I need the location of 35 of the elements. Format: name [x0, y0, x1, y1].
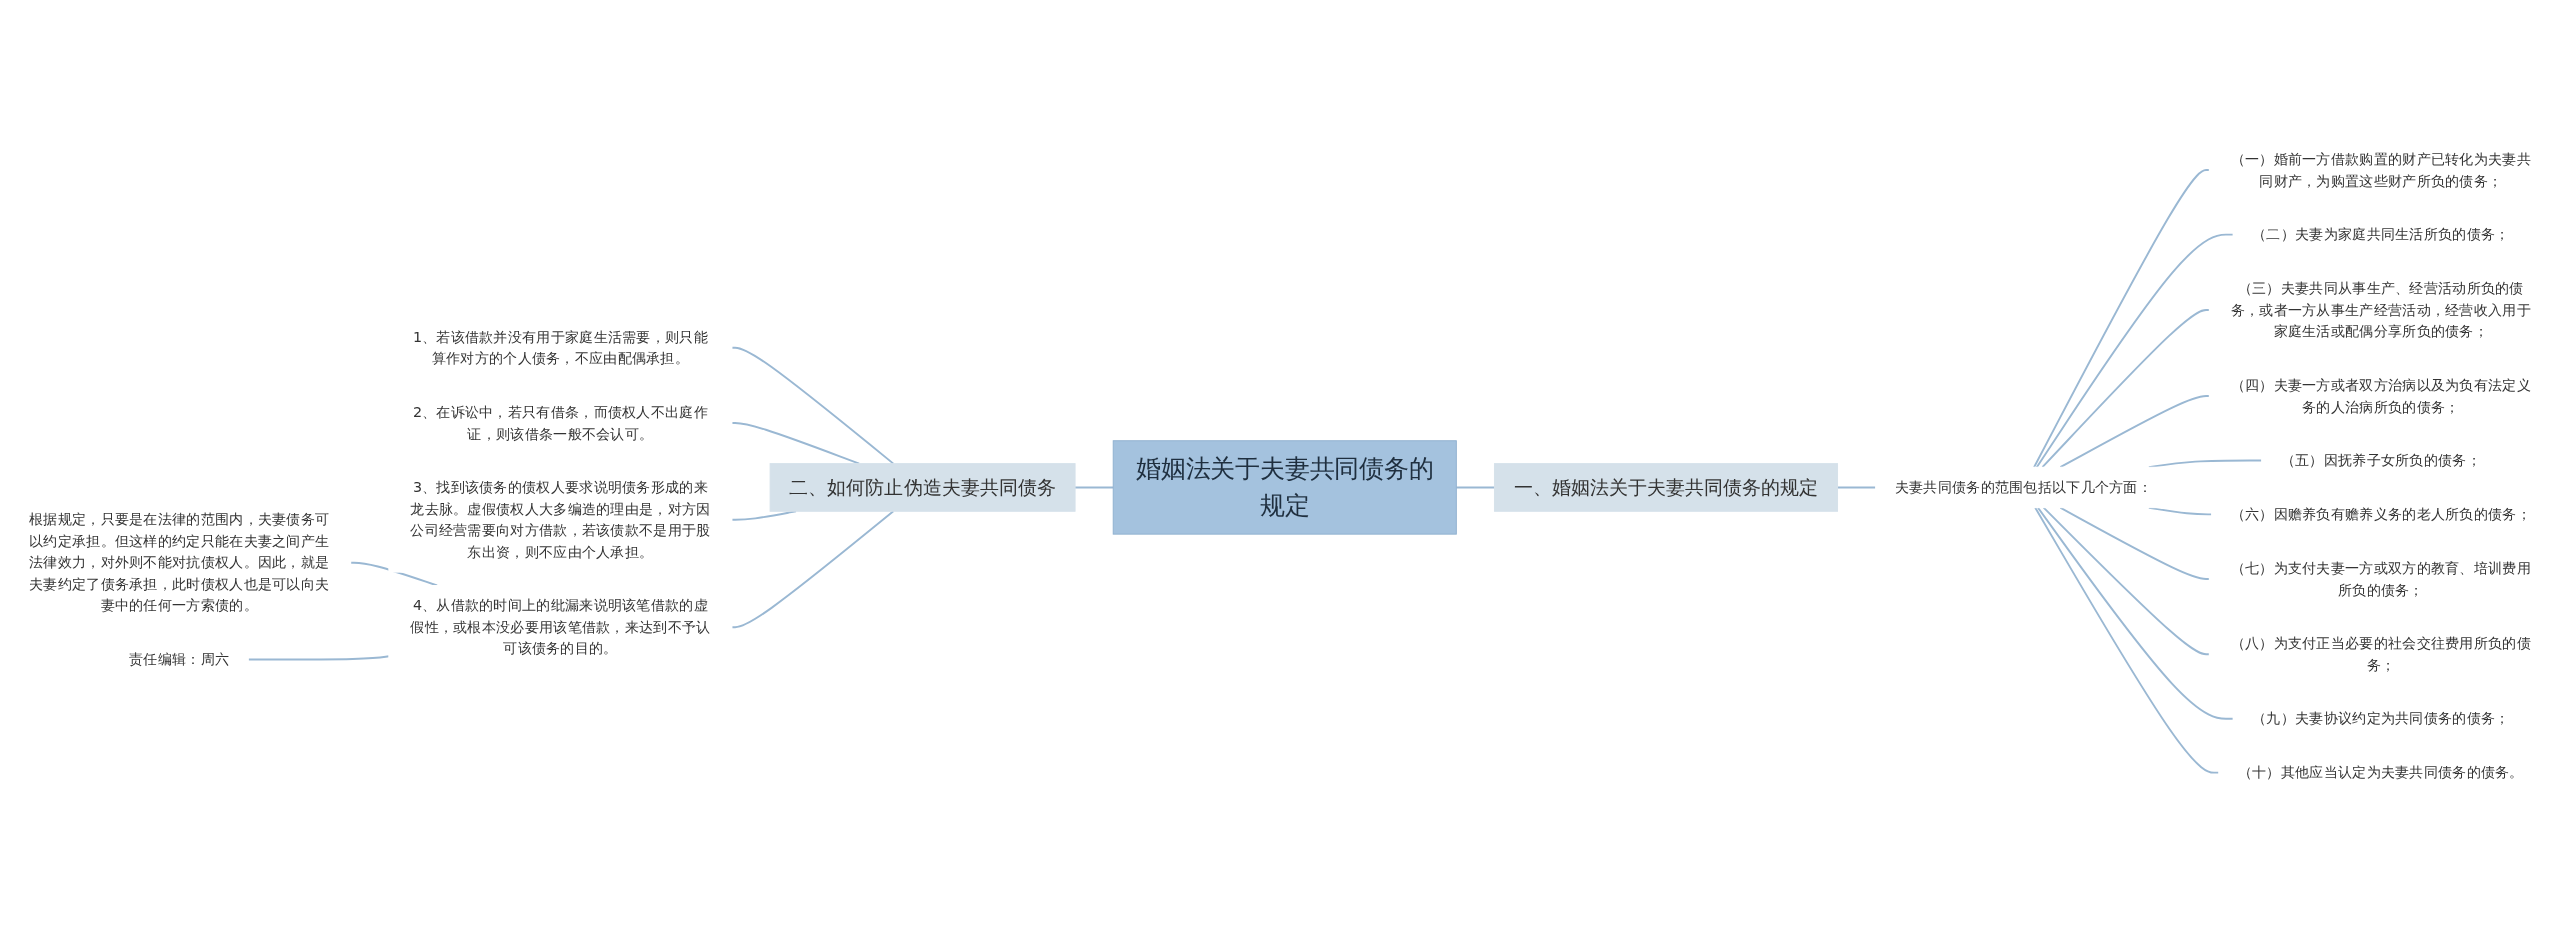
node-text: 1、若该借款并没有用于家庭生活需要，则只能算作对方的个人债务，不应由配偶承担。	[412, 328, 708, 367]
connector	[2042, 506, 2211, 656]
node-text: （一）婚前一方借款购置的财产已转化为夫妻共同财产，为购置这些财产所负的债务；	[2230, 150, 2531, 190]
connector	[2035, 233, 2235, 469]
connector	[2059, 506, 2211, 580]
node-text: （十）其他应当认定为夫妻共同债务的债务。	[2237, 763, 2524, 781]
node-text: （五）因抚养子女所负的债务；	[2280, 451, 2481, 469]
connector	[731, 510, 895, 629]
node-text: 责任编辑：周六	[129, 650, 230, 668]
node-text: 夫妻共同债务的范围包括以下几个方面：	[1894, 478, 2153, 496]
connector	[1455, 486, 1496, 489]
connector	[2041, 308, 2211, 469]
node-text: （八）为支付正当必要的社会交往费用所负的债务；	[2230, 634, 2531, 674]
node-text: 2、在诉讼中，若只有借条，而债权人不出庭作证，则该借条一般不会认可。	[412, 403, 708, 443]
node-text: 3、找到该债务的债权人要求说明债务形成的来龙去脉。虚假债权人大多编造的理由是，对方因公司经营需要向对方借款，若该债款不是用于股东出资，则不应由个人承担。	[410, 478, 711, 561]
connector	[2059, 395, 2211, 469]
connector	[1836, 486, 1877, 489]
node-text: （六）因赡养负有赡养义务的老人所负的债务；	[2230, 505, 2531, 523]
node-text: （四）夫妻一方或者双方治病以及为负有法定义务的人治病所负的债务；	[2230, 376, 2531, 416]
connector	[731, 346, 895, 465]
connector	[2033, 169, 2211, 469]
node-text: （七）为支付夫妻一方或双方的教育、培训费用所负的债务；	[2230, 559, 2531, 598]
node-text: （二）夫妻为家庭共同生活所负的债务；	[2252, 225, 2510, 243]
node-text: （三）夫妻共同从事生产、经营活动所负的债务，或者一方从事生产经营活动，经营收入用于家庭生活或配偶分享所负的债务；	[2230, 279, 2531, 340]
node-box: 二、如何防止伪造夫妻共同债务	[769, 463, 1076, 512]
connector	[349, 561, 439, 587]
connector	[247, 655, 390, 661]
node-box: 一、婚姻法关于夫妻共同债务的规定	[1493, 463, 1839, 512]
node-text: 4、从借款的时间上的纰漏来说明该笔借款的虚假性，或根本没必要用该笔借款，来达到不予认可该债务的目的。	[410, 596, 711, 657]
connector	[1074, 486, 1115, 489]
connector	[2034, 506, 2220, 774]
connector	[2037, 506, 2235, 720]
node-box: 婚姻法关于夫妻共同债务的规定	[1112, 440, 1457, 535]
node-text: （九）夫妻协议约定为共同债务的债务；	[2252, 709, 2510, 728]
node-text: 根据规定，只要是在法律的范围内，夫妻债务可以约定承担。但这样的约定只能在夫妻之间产生法律效力，对外则不能对抗债权人。因此，就是夫妻约定了债务承担，此时债权人也是可以向夫妻中的任何一方索债的。	[29, 511, 330, 614]
